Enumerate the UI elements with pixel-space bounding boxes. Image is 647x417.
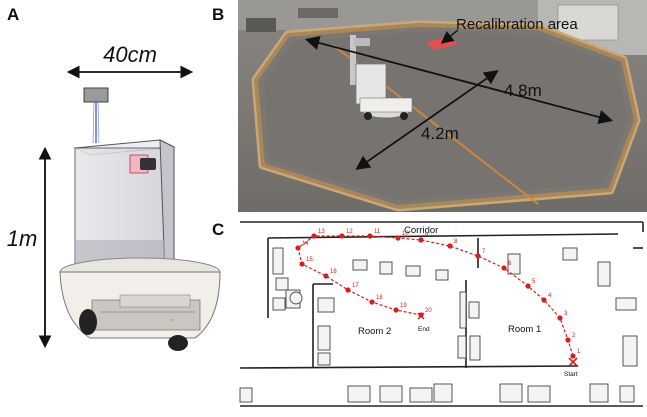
waypoint-7 bbox=[475, 253, 481, 259]
waypoint-2 bbox=[565, 337, 571, 343]
waypoint-9 bbox=[418, 237, 424, 243]
waypoint-5 bbox=[525, 283, 531, 289]
waypoint-label-18: 18 bbox=[376, 295, 383, 301]
plan-furniture bbox=[239, 247, 638, 403]
waypoint-8 bbox=[447, 243, 453, 249]
dim-label-short: 4.2m bbox=[421, 124, 459, 143]
waypoint-14 bbox=[295, 245, 301, 251]
waypoint-20 bbox=[418, 312, 424, 318]
waypoint-label-14: 14 bbox=[302, 241, 309, 247]
waypoint-3 bbox=[557, 315, 563, 321]
waypoint-11 bbox=[367, 233, 373, 239]
waypoint-4 bbox=[541, 297, 547, 303]
waypoint-label-20: 20 bbox=[425, 308, 432, 314]
width-label: 40cm bbox=[103, 42, 157, 67]
waypoint-13 bbox=[311, 233, 317, 239]
panel-letter-b: B bbox=[212, 5, 225, 24]
waypoint-15 bbox=[299, 261, 305, 267]
waypoint-label-6: 6 bbox=[508, 261, 512, 267]
dim-arrow-long-start bbox=[304, 35, 611, 121]
waypoint-18 bbox=[369, 299, 375, 305]
recalibration-label: Recalibration area bbox=[456, 16, 578, 33]
label-end: End bbox=[418, 326, 430, 333]
waypoint-label-7: 7 bbox=[482, 249, 486, 255]
waypoint-label-13: 13 bbox=[318, 229, 325, 235]
arena-robot bbox=[350, 35, 413, 120]
panel-b: Recalibration area 4.8m 4.2m B bbox=[212, 0, 647, 212]
arena-walls bbox=[251, 20, 641, 212]
waypoint-1 bbox=[570, 353, 576, 359]
waypoint-label-16: 16 bbox=[330, 269, 337, 275]
plan-walls bbox=[239, 221, 644, 407]
label-room1: Room 1 bbox=[508, 324, 541, 335]
waypoint-label-11: 11 bbox=[374, 229, 381, 235]
waypoint-label-2: 2 bbox=[572, 333, 576, 339]
floor-plan: Corridor Room 2 Room 1 12345678910111213… bbox=[239, 221, 644, 407]
waypoint-label-5: 5 bbox=[532, 279, 536, 285]
label-start: Start bbox=[564, 371, 578, 378]
waypoint-6 bbox=[501, 265, 507, 271]
label-room2: Room 2 bbox=[358, 326, 391, 337]
label-corridor: Corridor bbox=[404, 225, 438, 236]
waypoint-label-1: 1 bbox=[577, 349, 581, 355]
waypoint-label-15: 15 bbox=[306, 257, 313, 263]
waypoint-12 bbox=[339, 233, 345, 239]
recalibration-arrow bbox=[440, 29, 459, 44]
panel-a: A 40cm 1m bbox=[0, 0, 235, 412]
waypoint-label-3: 3 bbox=[564, 311, 568, 317]
dim-arrow-short-start bbox=[357, 70, 499, 169]
waypoint-label-12: 12 bbox=[346, 229, 353, 235]
waypoint-label-9: 9 bbox=[425, 233, 429, 239]
robot-dimension-figure: 40cm 1m ~ bbox=[7, 42, 221, 351]
waypoint-17 bbox=[345, 287, 351, 293]
waypoint-16 bbox=[323, 273, 329, 279]
end-marker bbox=[417, 312, 425, 320]
trajectory-line bbox=[297, 235, 574, 357]
waypoint-label-19: 19 bbox=[400, 303, 407, 309]
arena-photo: Recalibration area 4.8m 4.2m bbox=[238, 0, 647, 212]
panel-letter-a: A bbox=[7, 5, 20, 24]
waypoint-label-8: 8 bbox=[454, 239, 458, 245]
height-label: 1m bbox=[7, 226, 38, 251]
robot-brand-mark: ~ bbox=[170, 318, 174, 324]
waypoint-label-17: 17 bbox=[352, 283, 359, 289]
waypoint-19 bbox=[393, 307, 399, 313]
robot-enclosure bbox=[73, 139, 176, 278]
waypoint-label-10: 10 bbox=[402, 231, 409, 237]
panel-letter-c: C bbox=[212, 220, 225, 239]
robot-base: ~ bbox=[59, 257, 221, 351]
waypoint-10 bbox=[395, 235, 401, 241]
waypoint-label-4: 4 bbox=[548, 293, 552, 299]
ceiling-camera bbox=[83, 87, 109, 144]
start-marker bbox=[568, 357, 578, 367]
dim-label-long: 4.8m bbox=[504, 81, 542, 100]
